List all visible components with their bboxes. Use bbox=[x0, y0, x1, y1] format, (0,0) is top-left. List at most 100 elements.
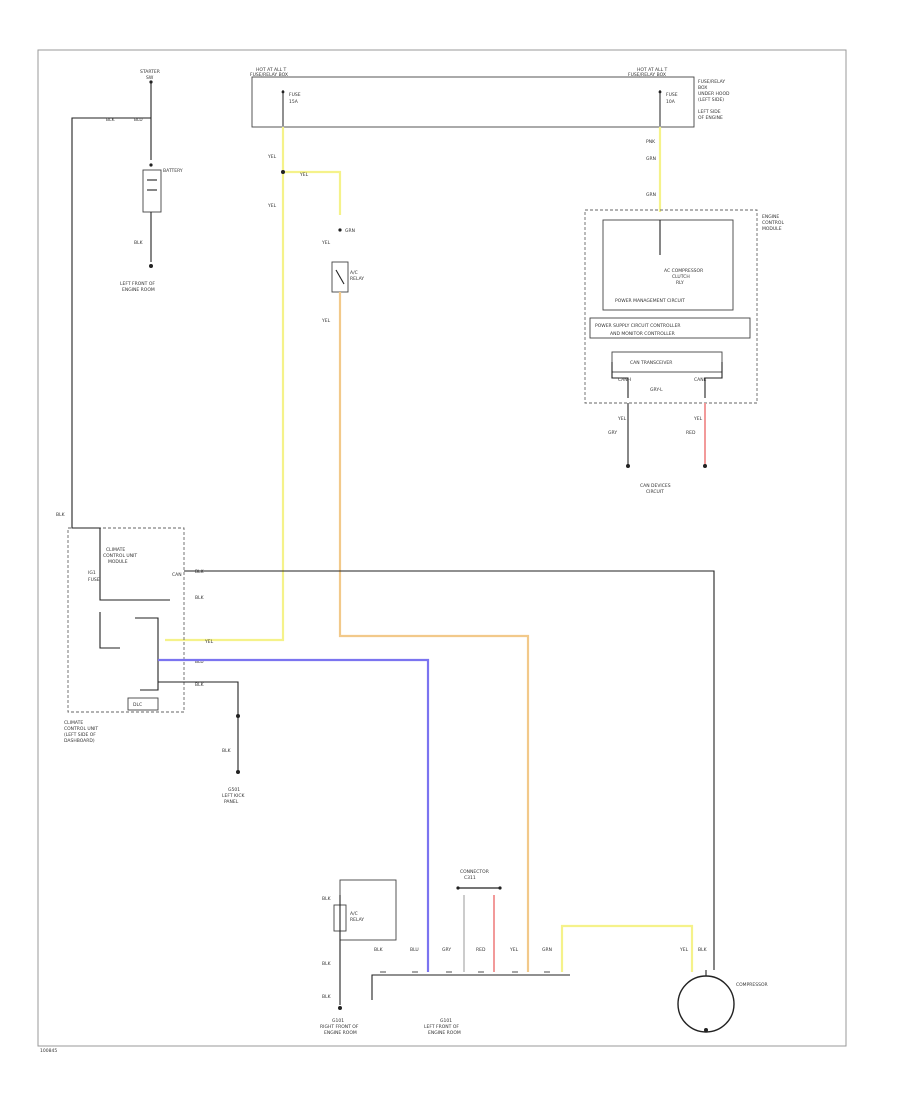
yel-label-4: YEL bbox=[204, 639, 214, 645]
climate-foot3: (LEFT SIDE OF bbox=[64, 732, 96, 738]
pin-label-2: BLU bbox=[410, 947, 419, 953]
ecm-wire3: GRN bbox=[646, 192, 656, 198]
ecm-line3: AND MONITOR CONTROLLER bbox=[610, 331, 675, 337]
climate-foot4: DASHBOARD) bbox=[64, 738, 95, 744]
pin-label-6: GRN bbox=[542, 947, 552, 953]
battery-top-node bbox=[149, 163, 153, 167]
climate-title2: CONTROL UNIT bbox=[103, 553, 137, 559]
sensor-label2: RELAY bbox=[350, 917, 364, 923]
ecm-title3: MODULE bbox=[762, 226, 782, 232]
ecm-pin-a: YEL bbox=[617, 416, 627, 422]
relay-wire-label2: YEL bbox=[321, 318, 331, 324]
fuse-right-node bbox=[658, 90, 662, 94]
ecm-line4: CAN TRANSCEIVER bbox=[630, 360, 672, 366]
compressor-label: COMPRESSOR bbox=[736, 982, 768, 988]
bottom-left3: ENGINE ROOM bbox=[324, 1030, 357, 1036]
bottom-left2: RIGHT FRONT OF bbox=[320, 1024, 359, 1030]
climate-wire4: BLK bbox=[195, 682, 205, 688]
bottom-left1: G101 bbox=[332, 1018, 344, 1024]
pin-label-1: BLK bbox=[374, 947, 384, 953]
fuse-box-outline bbox=[251, 76, 695, 128]
ground-mid3: PANEL bbox=[224, 799, 239, 805]
left-wire-label: BLK bbox=[56, 512, 66, 518]
fuse-right-note2: BOX bbox=[698, 85, 707, 91]
bottom-foot2: LEFT FRONT OF bbox=[424, 1024, 459, 1030]
bottom-foot3: ENGINE ROOM bbox=[428, 1030, 461, 1036]
bottom-foot1: G101 bbox=[440, 1018, 452, 1024]
yel-label-1: YEL bbox=[267, 154, 277, 160]
climate-title3: MODULE bbox=[108, 559, 128, 565]
climate-wire3: BLU bbox=[195, 659, 204, 665]
ground-mid1: G501 bbox=[228, 787, 240, 793]
ecm-title1: ENGINE bbox=[762, 214, 779, 220]
yel-label-3: YEL bbox=[267, 203, 277, 209]
fuse-left-node bbox=[281, 90, 285, 94]
climate-title1: CLIMATE bbox=[106, 547, 125, 553]
relay-top-node bbox=[338, 228, 342, 232]
climate-right-label: CAN bbox=[172, 572, 182, 578]
ecm-pin-b: YEL bbox=[693, 416, 703, 422]
ground-g501-icon bbox=[236, 770, 240, 774]
ecm-pin2: CANL bbox=[694, 377, 707, 383]
blue-wire bbox=[158, 658, 430, 972]
starter-title2: SW bbox=[146, 75, 154, 81]
yellow-wire: YEL YEL YEL YEL bbox=[165, 127, 342, 645]
ecm-ground1: CAN DEVICES bbox=[640, 483, 671, 489]
climate-port-box bbox=[127, 697, 159, 711]
ecm-outer-dashed bbox=[584, 209, 758, 404]
yel-label-2: YEL bbox=[299, 172, 309, 178]
starter-node bbox=[149, 80, 153, 84]
ground-label1: LEFT FRONT OF bbox=[120, 281, 155, 287]
climate-foot1: CLIMATE bbox=[64, 720, 83, 726]
compressor-ground-node bbox=[704, 1028, 708, 1032]
pin-label-3: GRY bbox=[442, 947, 451, 953]
bottom-section: A/C RELAY BLK BLK BLK G101 RIGHT FRONT O… bbox=[320, 869, 768, 1036]
starter-wire2: BLU bbox=[134, 117, 143, 123]
ac-relay: A/C RELAY YEL GRN YEL bbox=[321, 228, 364, 324]
sensor-wire-a: BLK bbox=[322, 896, 332, 902]
fuse-left-label: FUSE bbox=[289, 92, 301, 98]
ecm-inner-box bbox=[602, 219, 734, 311]
climate-foot2: CONTROL UNIT bbox=[64, 726, 98, 732]
engine-control-module: PNK GRN GRN ENGINE CONTROL MODULE AC COM… bbox=[584, 127, 784, 495]
yellow-wire-compressor bbox=[560, 924, 694, 972]
ecm-sub3: RLY bbox=[676, 280, 684, 286]
can-terminal-1 bbox=[626, 464, 630, 468]
relay-label1: A/C bbox=[350, 270, 358, 276]
orange-wire bbox=[338, 292, 530, 972]
relay-label2: RELAY bbox=[350, 276, 364, 282]
ecm-wire-red: RED bbox=[686, 430, 696, 436]
splice-node bbox=[281, 170, 285, 174]
sensor-wire-c: BLK bbox=[322, 994, 332, 1000]
battery-label: BATTERY bbox=[163, 168, 183, 174]
bottom-connector-body bbox=[371, 974, 570, 1000]
fuse-right-note1: FUSE/RELAY bbox=[698, 79, 725, 85]
starter-title: STARTER bbox=[140, 69, 160, 75]
splice-ground-1 bbox=[236, 714, 240, 718]
battery-wire: BLK bbox=[134, 240, 144, 246]
black-wire-ground bbox=[158, 681, 239, 772]
fuse-right-note5: LEFT SIDE bbox=[698, 109, 721, 115]
ecm-wire2: GRN bbox=[646, 156, 656, 162]
fuse-right-note3: UNDER HOOD bbox=[698, 91, 730, 97]
pin-label-7: YEL bbox=[679, 947, 689, 953]
fuse-box-title-left: HOT AT ALL T bbox=[256, 67, 287, 73]
ecm-line2: POWER SUPPLY CIRCUIT CONTROLLER bbox=[595, 323, 681, 329]
climate-wire1: BLK bbox=[195, 569, 205, 575]
climate-dashed-box bbox=[67, 527, 185, 713]
sensor-wire-b: BLK bbox=[322, 961, 332, 967]
relay-wire-label: YEL bbox=[321, 240, 331, 246]
ecm-ground2: CIRCUIT bbox=[646, 489, 664, 495]
climate-control-unit: CLIMATE CONTROL UNIT MODULE IG1 FUSE DLC… bbox=[64, 520, 205, 744]
black-wire-top bbox=[184, 570, 715, 970]
fuse-relay-box: HOT AT ALL T FUSE/RELAY BOX HOT AT ALL T… bbox=[250, 67, 730, 128]
bottom-left-ground-icon bbox=[338, 1006, 342, 1010]
ecm-pin1: CANH bbox=[618, 377, 631, 383]
pin-label-8: BLK bbox=[698, 947, 708, 953]
fuse-box-title-right2: FUSE/RELAY BOX bbox=[628, 72, 666, 78]
starter-wire: BLK bbox=[106, 117, 116, 123]
compressor-icon bbox=[677, 975, 735, 1033]
ecm-wire-gry: GRY bbox=[608, 430, 617, 436]
battery-section: STARTER SW BLK BLU BATTERY BLK LEFT FRON… bbox=[56, 69, 183, 520]
pin-label-5: YEL bbox=[509, 947, 519, 953]
